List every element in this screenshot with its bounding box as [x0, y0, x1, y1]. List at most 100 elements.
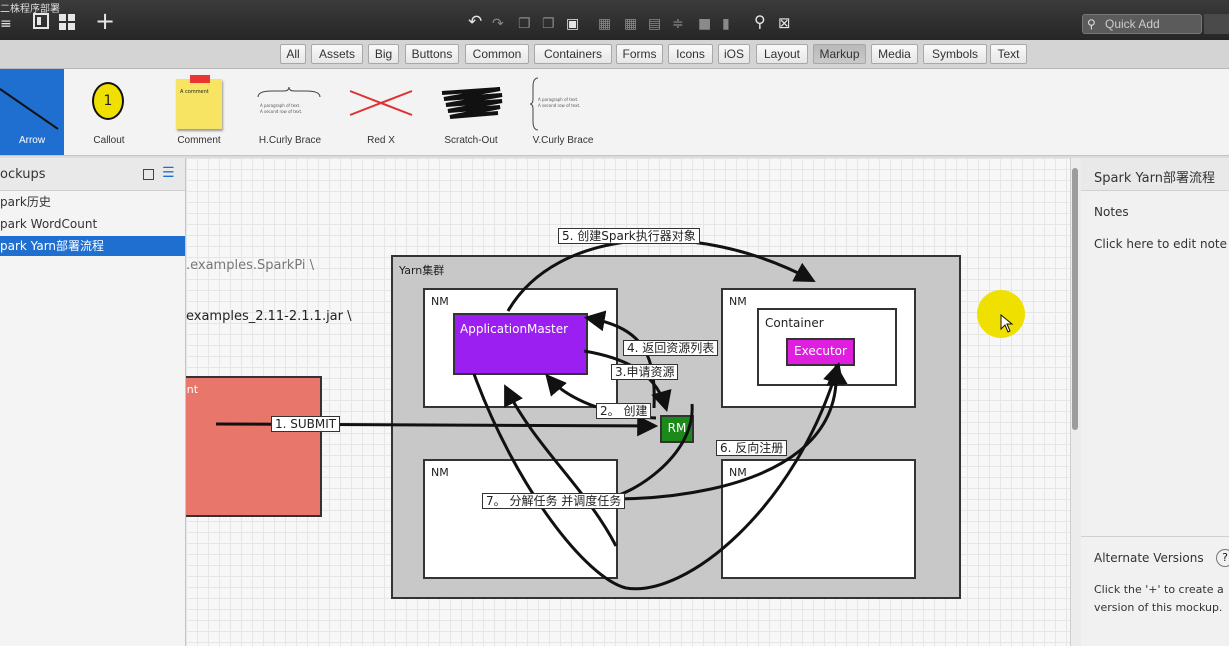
application-master[interactable]: ApplicationMaster	[453, 313, 588, 375]
callout-preview-icon: 1	[92, 82, 124, 120]
canvas-scrollbar-thumb[interactable]	[1072, 168, 1078, 430]
mockup-name[interactable]: Spark Yarn部署流程	[1094, 171, 1215, 186]
client-box[interactable]: ent	[186, 376, 322, 517]
notes-field[interactable]: Click here to edit note	[1094, 237, 1228, 251]
mockup-item-selected[interactable]: park Yarn部署流程	[0, 236, 185, 256]
quick-add-extra[interactable]	[1204, 14, 1229, 34]
mouse-pointer-icon	[1000, 314, 1014, 333]
component-h-curly-brace[interactable]: A paragraph of text. A second row of tex…	[250, 69, 330, 155]
group-icon[interactable]: ▦	[598, 16, 612, 32]
filter-buttons[interactable]: Buttons	[405, 44, 459, 64]
window-title: 二株程序部署	[0, 4, 60, 15]
search-icon: ⚲	[1087, 17, 1096, 31]
filter-text[interactable]: Text	[990, 44, 1027, 64]
properties-panel: Spark Yarn部署流程 Notes Click here to edit …	[1081, 158, 1229, 646]
filter-all[interactable]: All	[280, 44, 306, 64]
divider	[1081, 536, 1229, 537]
filter-big[interactable]: Big	[368, 44, 399, 64]
nm-label: NM	[431, 466, 449, 479]
component-comment[interactable]: A comment Comment	[166, 69, 232, 155]
nm-label: NM	[729, 466, 747, 479]
step-3-label: 3.申请资源	[611, 364, 679, 380]
mockup-item[interactable]: park历史	[0, 195, 51, 209]
component-label: V.Curly Brace	[532, 135, 594, 146]
h-curly-brace-icon	[257, 87, 321, 98]
step-7-label: 7。 分解任务 并调度任务	[482, 493, 626, 509]
thumbnail-view-icon[interactable]	[143, 169, 154, 180]
filter-ios[interactable]: iOS	[718, 44, 750, 64]
command-line-1: .examples.SparkPi \	[186, 258, 315, 273]
menu-icon[interactable]: ≡	[0, 16, 12, 32]
undo-icon[interactable]: ↶	[468, 12, 483, 32]
ungroup-icon[interactable]: ▦	[624, 16, 638, 32]
component-label: Red X	[367, 135, 395, 146]
zoom-icon[interactable]: ⚲	[754, 12, 766, 31]
main-toolbar: 二株程序部署 ≡ + ↶ ↷ ❐ ❐ ▣ ▦ ▦ ▤ ≑ ■ ▮ ⚲ ⊠ ⚲ Q…	[0, 0, 1229, 40]
component-label: H.Curly Brace	[258, 135, 322, 146]
component-arrow[interactable]: Arrow	[0, 69, 64, 155]
redo-icon[interactable]: ↷	[492, 16, 504, 32]
filter-containers[interactable]: Containers	[534, 44, 612, 64]
v-curly-brace-icon	[530, 77, 539, 131]
close-box-icon[interactable]: ⊠	[778, 14, 791, 32]
mockups-panel-title: ockups	[0, 167, 46, 182]
command-line-2: examples_2.11-2.1.1.jar \	[186, 309, 352, 324]
help-icon[interactable]: ?	[1216, 549, 1229, 567]
cursor-highlight	[977, 290, 1025, 338]
filter-assets[interactable]: Assets	[311, 44, 363, 64]
filter-symbols[interactable]: Symbols	[923, 44, 987, 64]
alternate-versions-heading: Alternate Versions	[1094, 551, 1204, 565]
component-label: Arrow	[18, 135, 46, 146]
notes-heading: Notes	[1094, 205, 1129, 219]
step-4-label: 4. 返回资源列表	[623, 340, 719, 356]
align-icon[interactable]: ▤	[648, 16, 662, 32]
nm-label: NM	[431, 295, 449, 308]
alternate-versions-hint-1: Click the '+' to create a	[1094, 583, 1224, 596]
component-callout[interactable]: 1 Callout	[78, 69, 140, 155]
grid-view-icon[interactable]	[59, 14, 76, 31]
resource-manager[interactable]: RM	[660, 415, 694, 443]
mockup-canvas[interactable]: .examples.SparkPi \ examples_2.11-2.1.1.…	[186, 158, 1070, 646]
component-filter-bar: All Assets Big Buttons Common Containers…	[0, 40, 1229, 69]
quick-add-placeholder: Quick Add	[1105, 17, 1160, 31]
component-label: Callout	[93, 135, 125, 146]
filter-markup[interactable]: Markup	[813, 44, 866, 64]
properties-header: Spark Yarn部署流程	[1081, 158, 1229, 191]
container-label: Container	[765, 316, 824, 330]
step-6-label: 6. 反向注册	[716, 440, 788, 456]
component-scratch-out[interactable]: Scratch-Out	[436, 69, 506, 155]
filter-icons[interactable]: Icons	[668, 44, 713, 64]
component-v-curly-brace[interactable]: A paragraph of text. A second row of tex…	[526, 69, 600, 155]
step-1-label: 1. SUBMIT	[271, 416, 341, 432]
nm-label: NM	[729, 295, 747, 308]
quick-add-input[interactable]: ⚲ Quick Add	[1082, 14, 1202, 34]
component-library: Arrow 1 Callout A comment Comment A para…	[0, 69, 1229, 156]
duplicate-icon[interactable]: ❐	[542, 16, 555, 32]
step-2-label: 2。 创建	[596, 403, 652, 419]
panel-toggle-icon[interactable]	[33, 13, 49, 29]
mockups-panel: ockups ☰ park历史 park WordCount park Yarn…	[0, 158, 186, 646]
scratch-out-icon	[441, 87, 503, 119]
mockup-item[interactable]: park WordCount	[0, 217, 98, 231]
component-red-x[interactable]: Red X	[346, 69, 416, 155]
filter-layout[interactable]: Layout	[756, 44, 808, 64]
distribute-icon[interactable]: ≑	[672, 16, 684, 32]
executor-box[interactable]: Executor	[786, 338, 855, 366]
arrow-preview-icon	[0, 88, 59, 130]
component-label: Comment	[177, 135, 221, 146]
filter-common[interactable]: Common	[465, 44, 529, 64]
list-view-icon[interactable]: ☰	[162, 165, 175, 181]
client-label: ent	[186, 383, 199, 396]
paste-icon[interactable]: ▣	[566, 16, 580, 32]
red-x-icon	[349, 90, 413, 116]
alternate-versions-hint-2: version of this mockup.	[1094, 601, 1223, 614]
yarn-cluster-label: Yarn集群	[399, 264, 445, 277]
lock-icon[interactable]: ■	[698, 16, 712, 32]
mockups-panel-header: ockups ☰	[0, 158, 185, 191]
filter-media[interactable]: Media	[871, 44, 918, 64]
add-icon[interactable]: +	[95, 7, 116, 35]
trash-icon[interactable]: ▮	[722, 16, 730, 32]
copy-icon[interactable]: ❐	[518, 16, 531, 32]
application-master-label: ApplicationMaster	[460, 322, 569, 336]
filter-forms[interactable]: Forms	[616, 44, 663, 64]
